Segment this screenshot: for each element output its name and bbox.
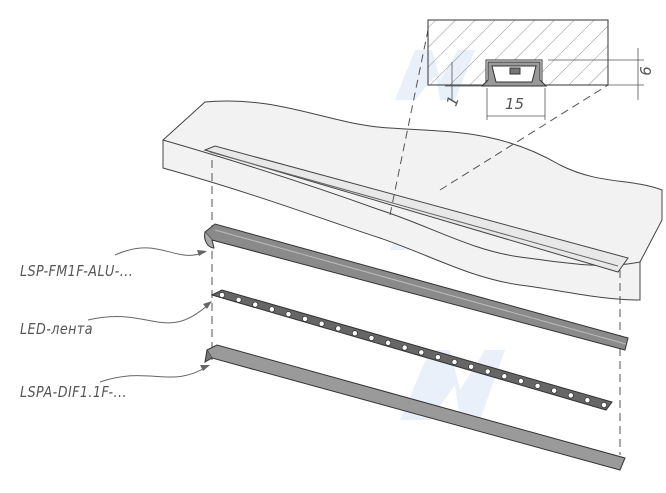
led-chip bbox=[418, 349, 425, 356]
shelf-body bbox=[162, 100, 663, 301]
led-chip bbox=[601, 402, 607, 408]
projection-lines bbox=[211, 29, 621, 455]
led-chip bbox=[302, 316, 308, 322]
led-chip bbox=[584, 397, 591, 404]
led-chip bbox=[385, 339, 391, 346]
led-chip bbox=[235, 296, 242, 303]
led-chip bbox=[567, 392, 574, 399]
led-chip bbox=[268, 306, 275, 313]
led-chip bbox=[484, 368, 491, 375]
diffuser bbox=[204, 344, 626, 471]
dimension-height: 6 bbox=[636, 66, 655, 76]
label-diffuser: LSPA-DIF1.1F-... bbox=[20, 383, 127, 401]
led-chip bbox=[534, 382, 541, 389]
led-chip bbox=[451, 359, 458, 365]
label-profile: LSP-FM1F-ALU-... bbox=[20, 262, 134, 280]
led-chip bbox=[501, 373, 508, 380]
led-chip bbox=[468, 363, 475, 370]
aluminium-profile bbox=[204, 223, 629, 351]
led-chip bbox=[435, 354, 441, 361]
section-detail bbox=[427, 19, 644, 120]
led-chip bbox=[219, 292, 225, 298]
leader-lines bbox=[87, 247, 211, 383]
leader-arrows bbox=[197, 250, 212, 371]
dimension-width: 15 bbox=[505, 95, 525, 113]
led-chip bbox=[285, 311, 292, 318]
led-chip bbox=[518, 378, 524, 384]
led-chip bbox=[318, 320, 325, 327]
label-led-strip: LED-лента bbox=[20, 320, 93, 338]
led-chip bbox=[401, 344, 408, 351]
led-strip bbox=[210, 289, 613, 411]
led-chip bbox=[368, 335, 375, 341]
led-chip bbox=[335, 325, 342, 332]
led-chip bbox=[252, 301, 259, 308]
led-chip bbox=[551, 387, 558, 394]
led-chip bbox=[351, 330, 358, 337]
